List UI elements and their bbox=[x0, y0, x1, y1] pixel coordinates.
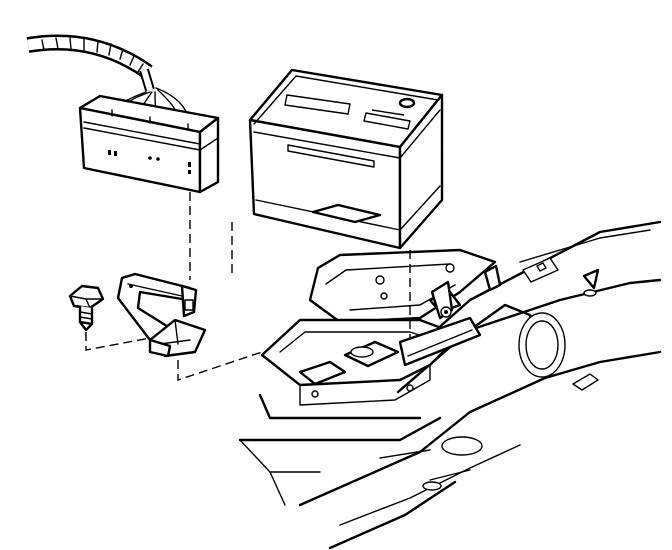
junction-block bbox=[78, 94, 220, 194]
hold-down-clamp bbox=[430, 264, 502, 320]
mounting-bracket bbox=[116, 272, 207, 358]
leader-lines bbox=[85, 192, 411, 381]
vehicle-frame bbox=[238, 220, 662, 550]
battery-tray bbox=[260, 248, 497, 406]
battery bbox=[248, 68, 444, 250]
bolt bbox=[68, 284, 105, 332]
